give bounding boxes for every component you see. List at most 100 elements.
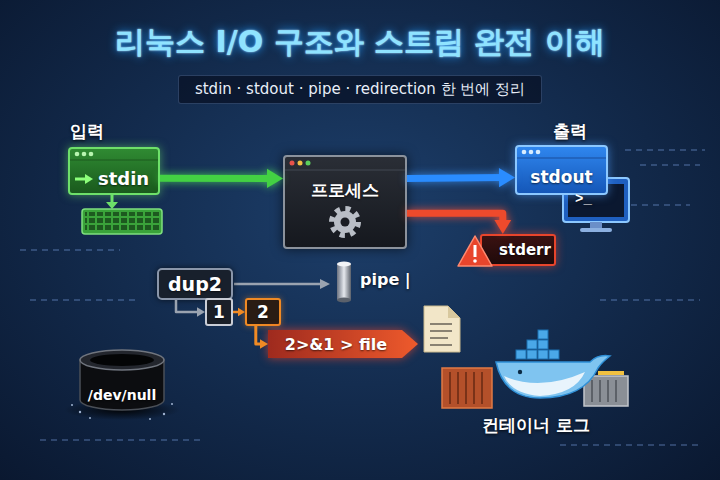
decor-shape	[590, 222, 602, 229]
process-window: 프로세스	[283, 155, 407, 249]
redirect-band: 2>&1 > file	[268, 330, 418, 358]
decor-shape	[474, 245, 477, 257]
connector-arrow	[160, 169, 283, 188]
node-text: 1	[213, 302, 225, 322]
decor-shape	[591, 380, 593, 402]
connector-line	[176, 300, 199, 312]
cylinder-hole	[90, 354, 154, 366]
decor-shape	[457, 372, 459, 404]
decor-shape	[538, 350, 548, 359]
decor-shape	[598, 371, 624, 375]
decor-shape	[320, 279, 330, 289]
node-text: 2	[257, 302, 269, 322]
docker-whale	[496, 330, 610, 398]
decor-shape	[481, 372, 483, 404]
decor-shape	[516, 330, 559, 359]
connector-arrow	[176, 300, 205, 317]
node-text: stdout	[530, 167, 592, 187]
diagram-caption: stdin · stdout · pipe · redirection 한 번에…	[178, 75, 542, 104]
connector-line	[407, 213, 503, 223]
node-text: 프로세스	[311, 179, 379, 202]
arrow-head	[267, 169, 283, 188]
decor-shape	[549, 350, 559, 359]
diagram-title: 리눅스 I/O 구조와 스트림 완전 이해	[115, 22, 605, 63]
decor-shape	[496, 356, 610, 398]
arrow-head	[494, 220, 511, 234]
fd-box: 2	[245, 298, 281, 326]
node-text: stdin	[98, 168, 149, 189]
decor-shape	[79, 411, 81, 413]
decor-shape	[580, 228, 612, 232]
connector-arrow	[407, 213, 511, 234]
stderr-box: stderr	[480, 234, 556, 266]
decor-shape	[584, 376, 628, 406]
decor-shape	[640, 164, 700, 166]
decor-shape	[40, 439, 200, 441]
decor-shape	[538, 330, 548, 339]
decor-shape	[337, 264, 351, 300]
pipe-symbol	[337, 262, 351, 303]
decor-shape	[615, 380, 617, 402]
node-text: stderr	[499, 241, 551, 259]
prompt-glyph: >_	[575, 191, 592, 207]
decor-shape	[85, 212, 159, 231]
connector-line	[160, 175, 270, 182]
connector-arrow	[256, 326, 268, 349]
arrow-head	[238, 308, 245, 316]
band-outline	[268, 330, 418, 358]
section-label: 출력	[553, 120, 587, 143]
decor-shape	[625, 149, 705, 151]
decor-shape	[504, 372, 585, 396]
decor-shape	[430, 344, 452, 346]
file-icon	[424, 306, 460, 352]
connector-arrow	[407, 168, 515, 187]
decor-shape	[473, 259, 477, 263]
decor-shape	[538, 340, 548, 349]
decor-shape	[518, 370, 522, 374]
cylinder-top	[80, 350, 164, 370]
fd-box: 1	[205, 298, 233, 326]
node-text: 2>&1 > file	[285, 335, 387, 354]
decor-shape	[430, 337, 448, 339]
connector-line	[233, 311, 239, 314]
connector-arrow	[233, 308, 245, 316]
pipe-label: pipe |	[360, 270, 411, 289]
decor-shape	[516, 350, 526, 359]
decor-shape	[106, 202, 118, 209]
arrow-head	[197, 307, 205, 317]
decor-shape	[560, 444, 700, 446]
decor-shape	[620, 204, 690, 206]
decor-shape	[465, 372, 467, 404]
container-log-label: 컨테이너 로그	[482, 414, 590, 437]
decor-shape	[337, 262, 351, 267]
decor-shape	[71, 404, 73, 406]
decor-shape	[442, 368, 492, 408]
decor-shape	[599, 380, 601, 402]
stdout-window: stdout	[515, 145, 608, 195]
dup2-box: dup2	[157, 268, 233, 300]
decor-shape	[600, 299, 700, 301]
decor-shape	[82, 209, 162, 234]
containers	[442, 368, 628, 408]
decor-shape	[89, 417, 91, 419]
decor-shape	[30, 299, 140, 301]
arrow-head	[260, 339, 268, 349]
decor-shape	[450, 372, 482, 404]
decor-shape	[607, 380, 609, 402]
null-cylinder: /dev/null	[78, 348, 166, 412]
decor-shape	[449, 372, 451, 404]
keyboard	[82, 195, 162, 234]
decor-shape	[473, 372, 475, 404]
decor-shape	[163, 413, 165, 415]
decor-shape	[111, 195, 114, 203]
decor-shape	[592, 380, 616, 402]
decor-shape	[20, 249, 120, 251]
dup2-to-pipe-line	[234, 279, 330, 289]
title-wrap: 리눅스 I/O 구조와 스트림 완전 이해	[0, 22, 720, 63]
connector-line	[407, 174, 502, 182]
section-label: 입력	[70, 120, 104, 143]
arrow-head	[499, 168, 515, 187]
decor-shape	[171, 403, 173, 405]
connector-line	[256, 326, 262, 344]
